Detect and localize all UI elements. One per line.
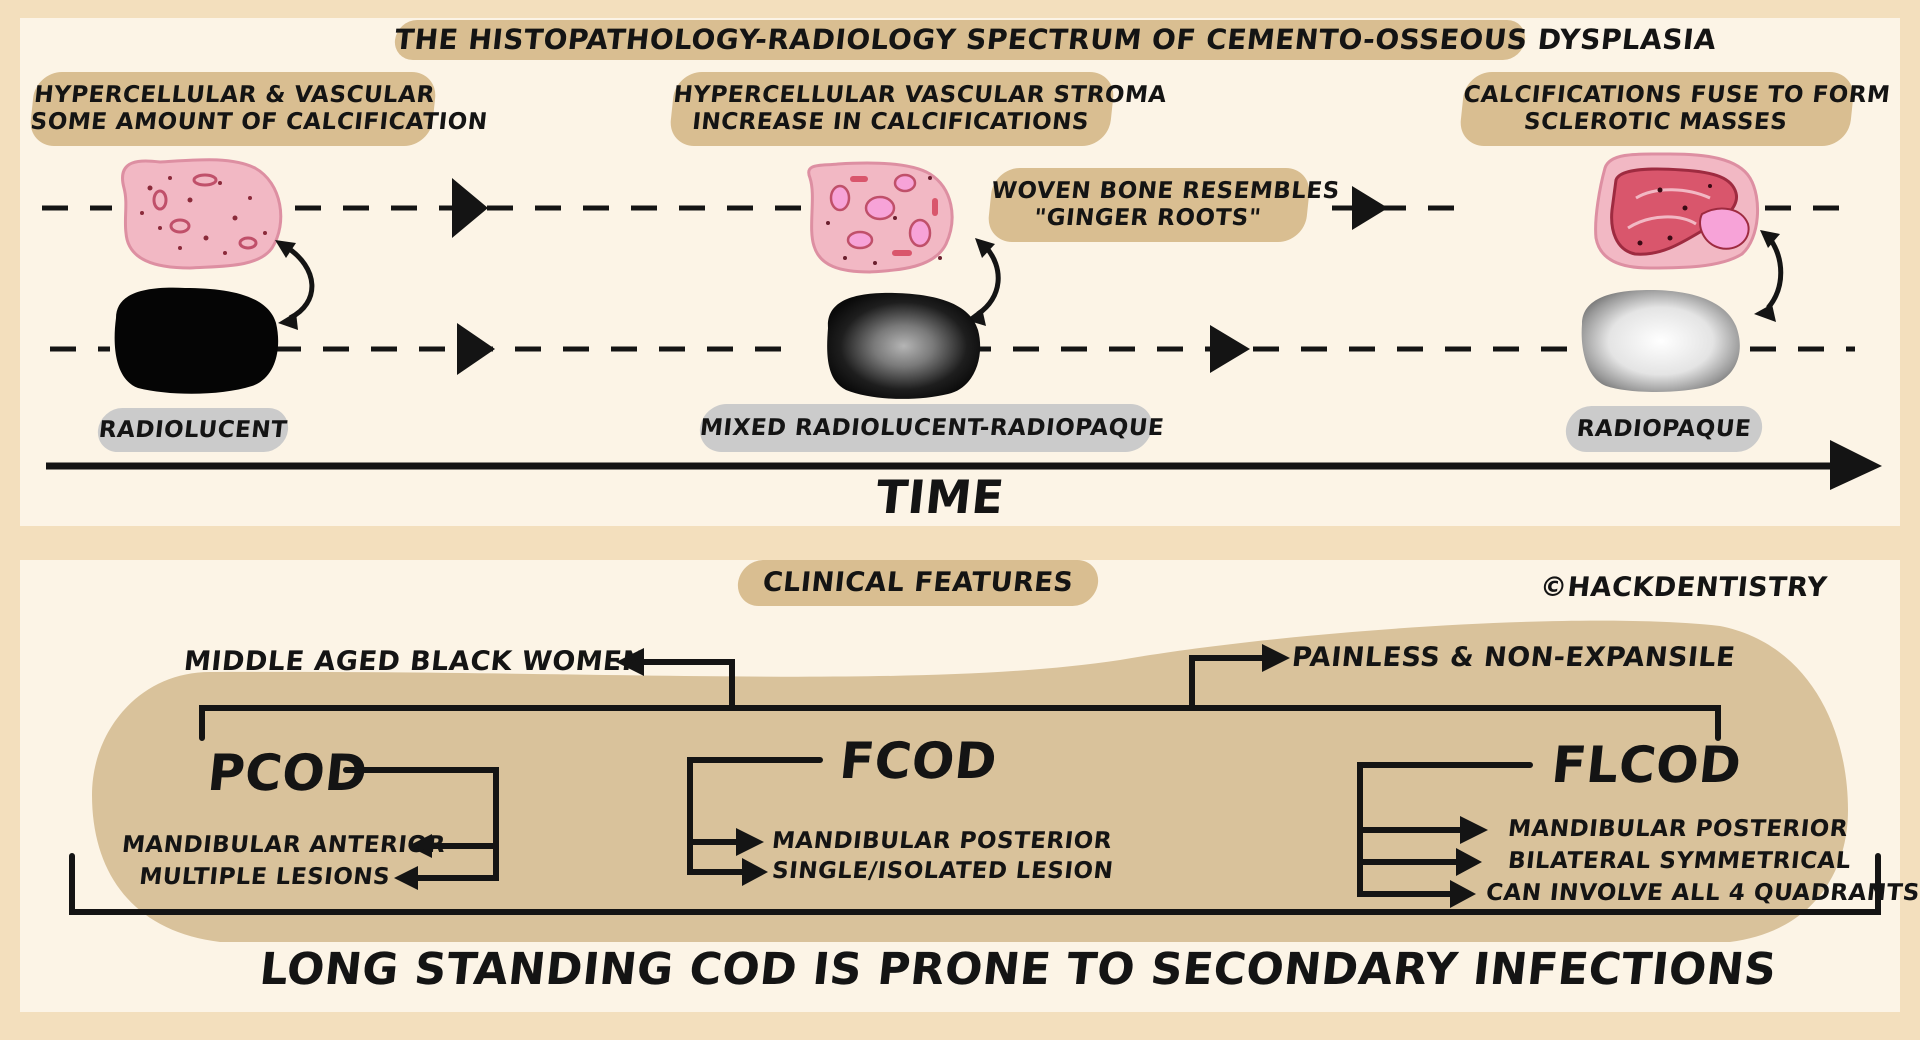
radiolucent-lesion-icon [114,287,279,394]
footer-bracket [69,853,1881,915]
type-pcod: PCOD [204,744,371,802]
vascular-stroma-icon [807,161,954,274]
flcod-feature-extent: CAN INVOLVE ALL 4 QUADRANTS [1484,880,1920,906]
correlation-arrow-icon [283,243,315,321]
type-flcod: FLCOD [1548,736,1745,794]
pcod-feature-site: MANDIBULAR ANTERIOR [120,832,447,858]
pcod-feature-count: MULTIPLE LESIONS [137,864,392,890]
arrowhead-icon [1450,880,1476,908]
arrowhead-icon [1352,186,1388,230]
stage-3-radiograph-label: RADIOPAQUE [1563,406,1765,452]
flcod-feature-site: MANDIBULAR POSTERIOR [1506,816,1850,842]
arrowhead-icon [408,834,432,858]
type-fcod: FCOD [836,732,1000,790]
arrowhead-icon [616,648,644,676]
common-feature-demographic: MIDDLE AGED BLACK WOMEN [182,646,647,677]
time-arrowhead-icon [1830,440,1882,490]
arrowhead-icon [736,828,764,856]
credit-label: ©HACKDENTISTRY [1538,572,1829,603]
fcod-feature-count: SINGLE/ISOLATED LESION [770,858,1115,884]
clinical-tree-drawing [69,620,1881,942]
sclerotic-mass-icon [1594,152,1760,270]
arrowhead-icon [457,323,495,375]
hypercellular-tissue-icon [121,158,283,270]
arrowhead-icon [1460,816,1488,844]
footer-statement: LONG STANDING COD IS PRONE TO SECONDARY … [257,944,1779,995]
arrowhead-icon [1456,848,1482,876]
arrowhead-icon [394,866,418,890]
arrowhead-icon [1210,325,1250,373]
radiopaque-lesion-icon [1581,290,1740,392]
arrowhead-icon [452,178,488,238]
histopathology-radiology-panel: THE HISTOPATHOLOGY-RADIOLOGY SPECTRUM OF… [20,18,1900,526]
spectrum-drawing [42,152,1882,490]
arrowhead-icon [1262,644,1290,672]
arrowhead-icon [742,858,768,886]
clinical-features-panel: CLINICAL FEATURES ©HACKDENTISTRY MIDDLE … [20,560,1920,1012]
woven-bone-note: WOVEN BONE RESEMBLES "GINGER ROOTS" [986,168,1341,242]
clinical-features-heading: CLINICAL FEATURES [735,560,1101,606]
mixed-lesion-icon [827,292,981,399]
fcod-feature-site: MANDIBULAR POSTERIOR [770,828,1114,854]
flcod-feature-symmetry: BILATERAL SYMMETRICAL [1506,848,1853,874]
time-label: TIME [873,470,1007,524]
stage-3-histology-note: CALCIFICATIONS FUSE TO FORM SCLEROTIC MA… [1458,72,1892,146]
stage-2-histology-note: HYPERCELLULAR VASCULAR STROMA INCREASE I… [668,72,1168,146]
stage-1-radiograph-label: RADIOLUCENT [95,408,291,452]
main-bracket [199,705,1721,741]
correlation-arrow-icon [1765,234,1784,310]
stage-1-histology-note: HYPERCELLULAR & VASCULAR SOME AMOUNT OF … [28,72,489,146]
stage-2-radiograph-label: MIXED RADIOLUCENT-RADIOPAQUE [697,404,1165,452]
diagram-title: THE HISTOPATHOLOGY-RADIOLOGY SPECTRUM OF… [392,20,1718,60]
correlation-arrow-icon [976,244,1001,317]
common-feature-presentation: PAINLESS & NON-EXPANSILE [1290,642,1737,673]
